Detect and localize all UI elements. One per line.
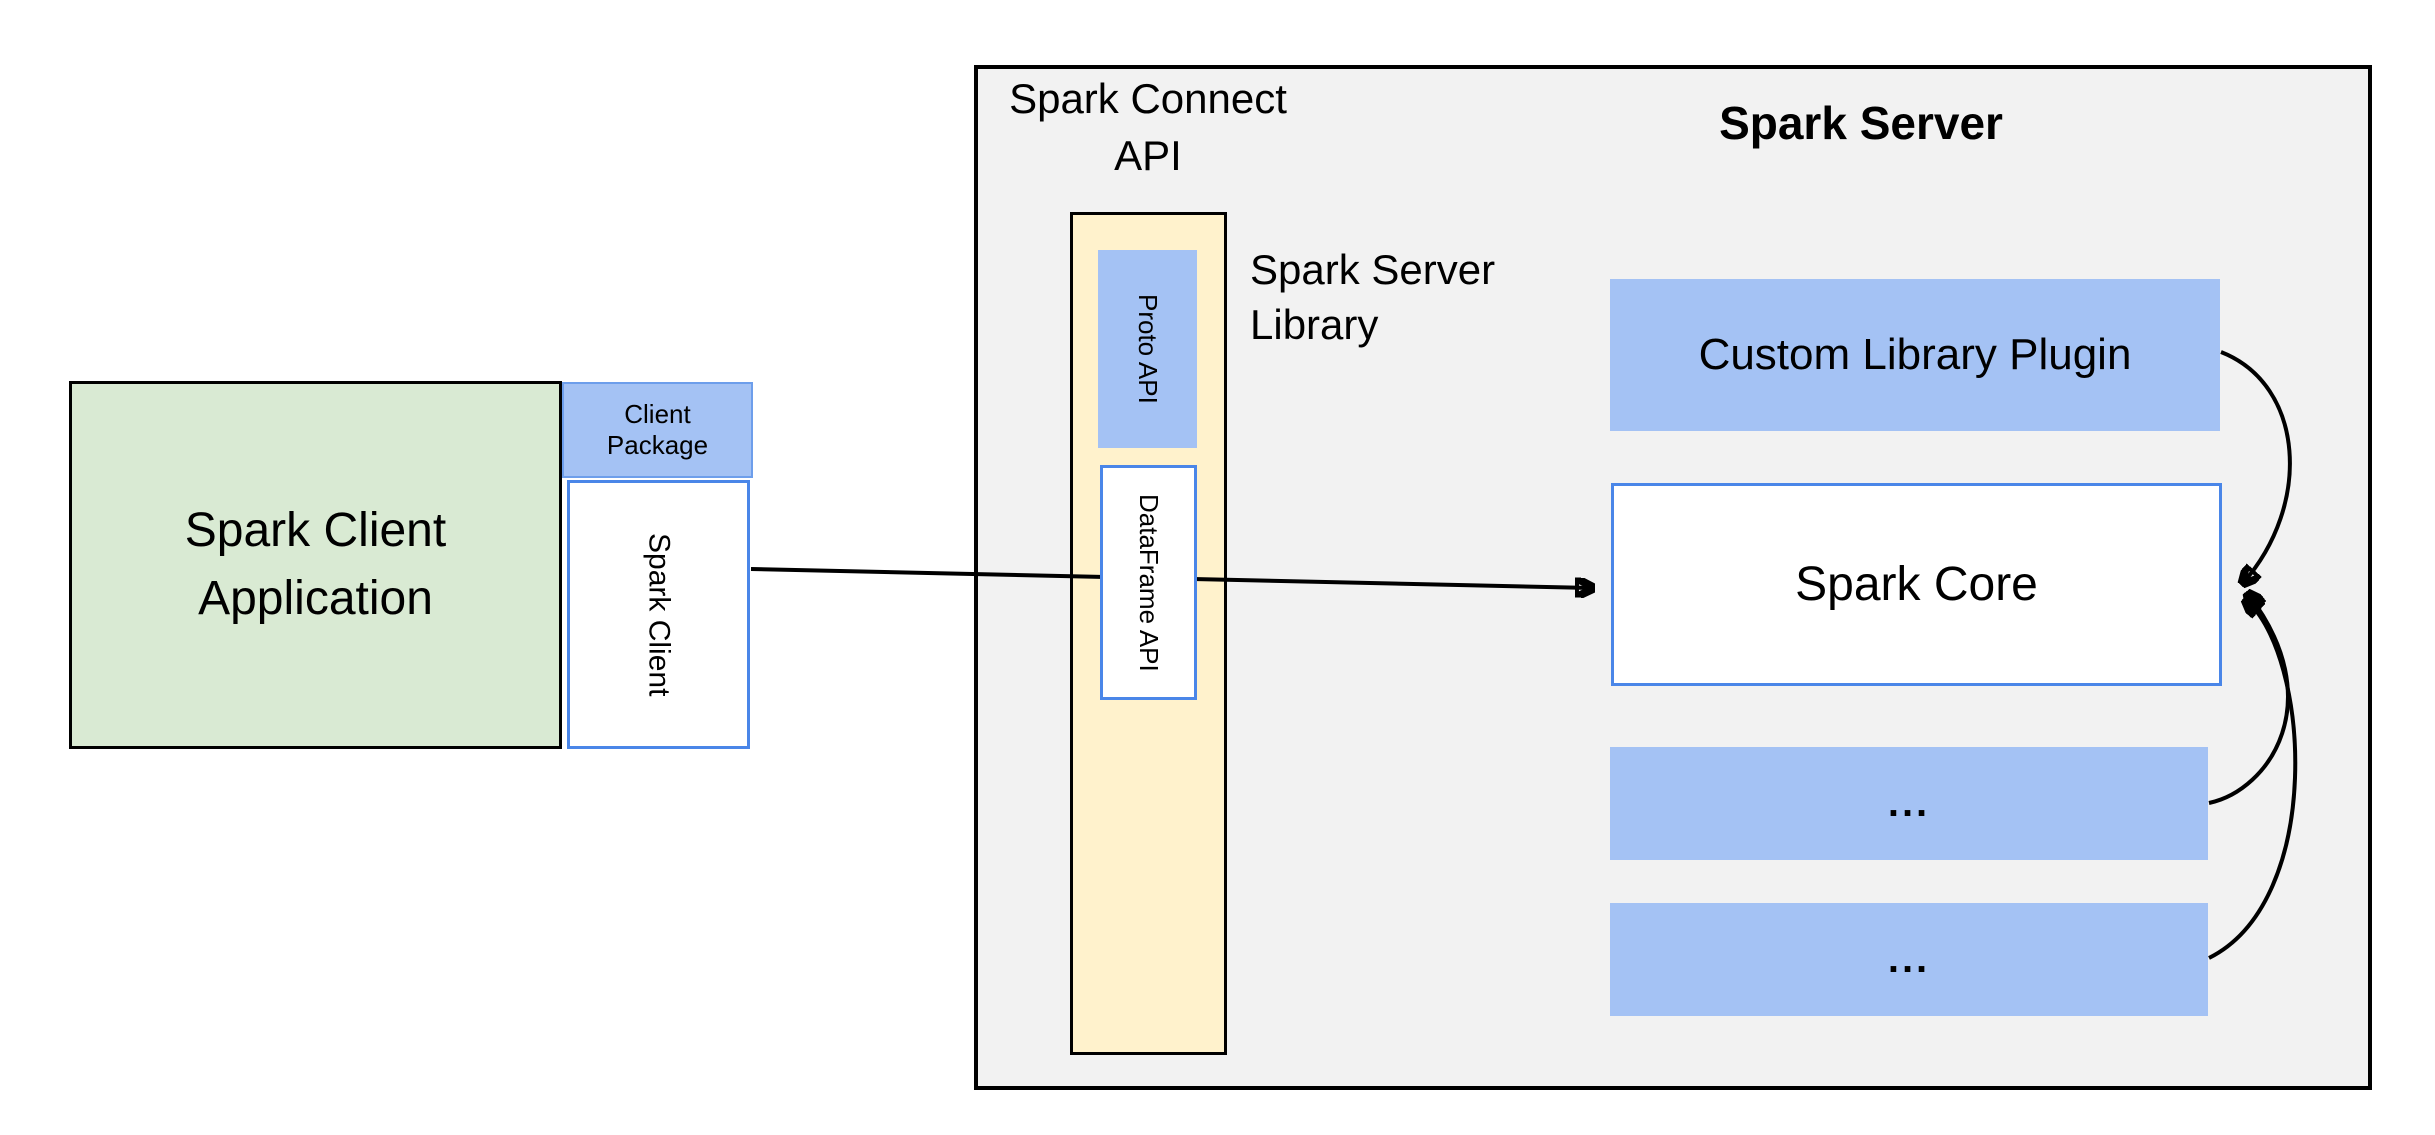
spark-client-application-box: Spark Client Application (69, 381, 562, 749)
spark-server-library-label: Spark Server Library (1250, 246, 1496, 348)
plugin-slot-2-box: ... (1610, 903, 2208, 1016)
dataframe-api-box: DataFrame API (1100, 465, 1197, 700)
spark-connect-api-label: Spark Connect API (1009, 75, 1287, 179)
dataframe-api-label: DataFrame API (1134, 493, 1164, 672)
spark-server-title: Spark Server (1719, 97, 2003, 149)
proto-api-box: Proto API (1098, 250, 1197, 448)
proto-api-label: Proto API (1133, 294, 1163, 404)
spark-client-box: Spark Client (567, 480, 750, 749)
plugin-slot-1-box: ... (1610, 747, 2208, 860)
custom-library-plugin-box: Custom Library Plugin (1610, 279, 2220, 431)
spark-core-box: Spark Core (1611, 483, 2222, 686)
spark-client-label: Spark Client (642, 532, 676, 697)
client-package-box: Client Package (562, 382, 753, 478)
